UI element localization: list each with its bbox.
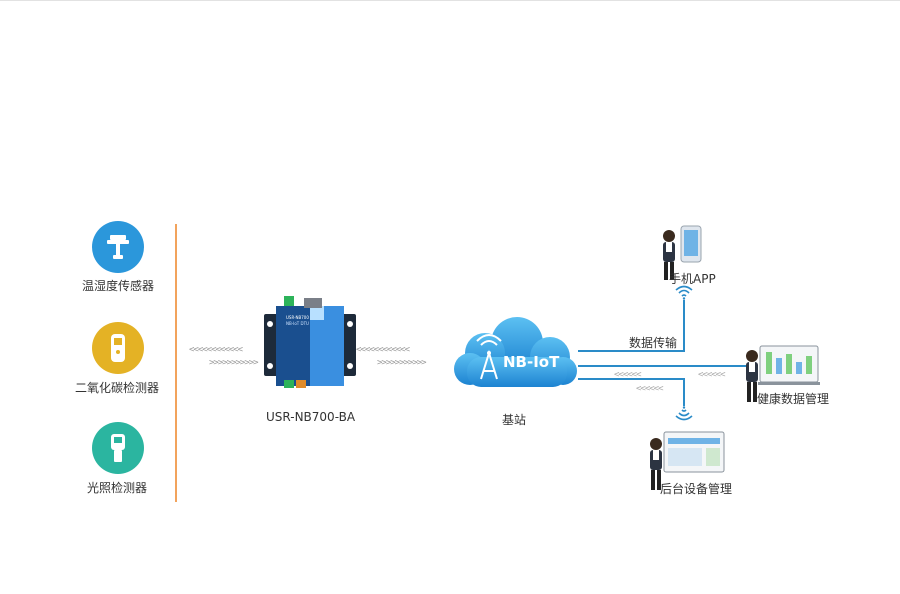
wifi-icon-backend bbox=[674, 406, 694, 422]
arrow-left-top-2: <<<<<<<<<<<< bbox=[356, 345, 410, 355]
co2-detector-icon bbox=[92, 322, 144, 374]
mobile-app-label: 手机APP bbox=[669, 272, 716, 286]
cloud-title: NB-IoT bbox=[503, 353, 560, 371]
backend-management-illustration bbox=[644, 430, 726, 494]
mobile-app-illustration bbox=[657, 224, 707, 284]
arrow-middle-left: <<<<<< bbox=[614, 370, 641, 380]
sensor-label-co2: 二氧化碳检测器 bbox=[75, 381, 160, 395]
health-data-illustration bbox=[740, 344, 822, 406]
nb-iot-cloud bbox=[445, 313, 580, 393]
backend-label: 后台设备管理 bbox=[660, 482, 733, 496]
sensor-label-light: 光照检测器 bbox=[87, 481, 148, 495]
usr-nb700-device bbox=[264, 294, 356, 390]
arrow-right-bottom-2: >>>>>>>>>>> bbox=[377, 358, 427, 368]
link-up-line bbox=[683, 300, 685, 352]
link-down-line bbox=[683, 378, 685, 406]
sensor-label-temperature: 温湿度传感器 bbox=[82, 279, 155, 293]
cloud-caption: 基站 bbox=[502, 413, 527, 427]
arrow-middle-right: <<<<<< bbox=[698, 370, 725, 380]
thermo-hygrometer-icon bbox=[92, 221, 144, 273]
link-middle-line bbox=[578, 365, 748, 367]
data-transfer-label: 数据传输 bbox=[629, 336, 678, 350]
device-label: USR-NB700-BA bbox=[266, 410, 356, 424]
health-data-label: 健康数据管理 bbox=[757, 392, 830, 406]
light-meter-icon bbox=[92, 422, 144, 474]
sensor-divider bbox=[175, 224, 177, 502]
arrow-bottom-left: <<<<<< bbox=[636, 384, 663, 394]
device-sub: NB-IoT DTU bbox=[286, 321, 309, 326]
arrow-left-top: <<<<<<<<<<<< bbox=[189, 345, 243, 355]
link-top-line bbox=[578, 350, 684, 352]
top-divider bbox=[0, 0, 900, 1]
link-bottom-line bbox=[578, 378, 684, 380]
wifi-icon bbox=[674, 284, 694, 300]
device-brand: USR-NB700 bbox=[286, 315, 309, 320]
arrow-right-bottom: >>>>>>>>>>> bbox=[209, 358, 259, 368]
